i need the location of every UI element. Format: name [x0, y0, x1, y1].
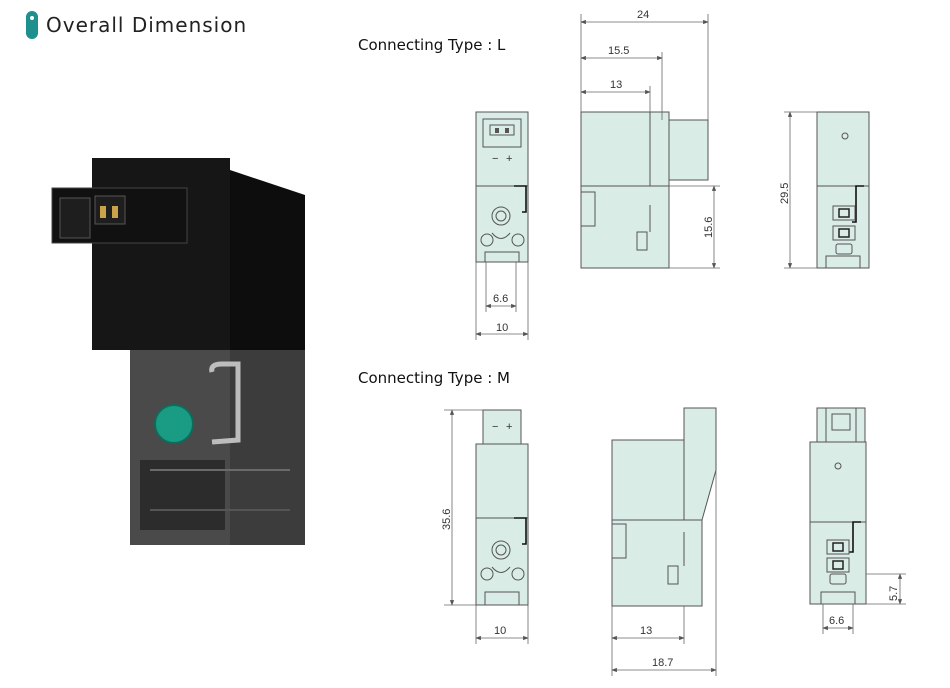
m-dim-5-7: 5.7 [888, 586, 900, 601]
l-dim-6-6: 6.6 [493, 293, 508, 305]
product-coil-body [92, 158, 230, 350]
m-front-minus: − [492, 421, 498, 433]
l-dim-13: 13 [610, 79, 622, 91]
l-dim-15-5: 15.5 [608, 45, 629, 57]
l-dim-15-6: 15.6 [703, 217, 715, 238]
l-dim-24: 24 [637, 9, 649, 21]
title-marker-icon [26, 11, 38, 39]
l-dim-10: 10 [496, 322, 508, 334]
header: Overall Dimension [26, 8, 247, 42]
m-dim-13: 13 [640, 625, 652, 637]
section-title-type-l: Connecting Type : L [358, 36, 506, 54]
m-dim-18-7: 18.7 [652, 657, 673, 669]
l-front-view: − + [475, 111, 529, 263]
l-front-minus: − [492, 153, 498, 165]
m-side-view [611, 407, 717, 607]
m-dim-6-6: 6.6 [829, 615, 844, 627]
manual-override-icon [155, 405, 193, 443]
product-render [51, 158, 305, 545]
l-back-view [816, 111, 870, 269]
m-front-view: − + [475, 409, 529, 606]
section-title-type-m: Connecting Type : M [358, 369, 510, 387]
l-dim-29-5: 29.5 [779, 183, 791, 204]
page-title: Overall Dimension [46, 13, 248, 37]
m-front-plus: + [506, 421, 512, 433]
product-clip [209, 361, 241, 445]
m-dim-35-6: 35.6 [441, 509, 453, 530]
m-back-view [809, 407, 867, 605]
l-side-view [580, 111, 709, 269]
m-dim-10: 10 [494, 625, 506, 637]
l-front-plus: + [506, 153, 512, 165]
